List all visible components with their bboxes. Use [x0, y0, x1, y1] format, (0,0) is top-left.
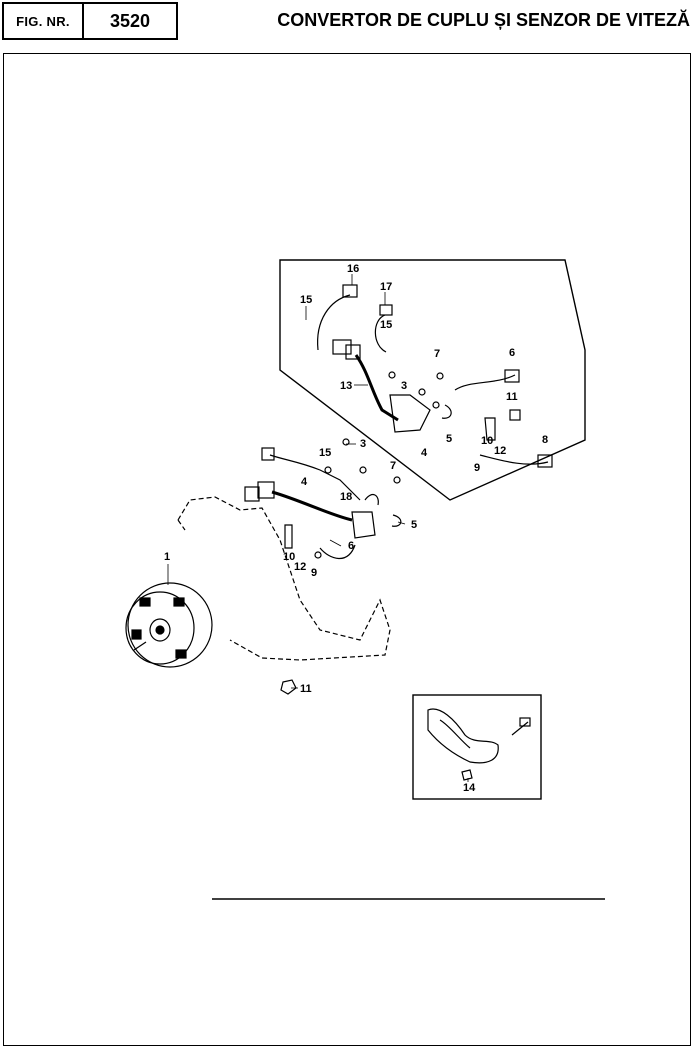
- label-13: 13: [340, 380, 352, 392]
- label-11: 11: [506, 391, 518, 403]
- label-7: 7: [434, 348, 440, 360]
- label-15-middle: 15: [319, 447, 331, 459]
- torque-converter: [125, 582, 213, 668]
- label-1: 1: [164, 551, 170, 563]
- label-10: 10: [481, 435, 493, 447]
- label-6: 6: [509, 347, 515, 359]
- label-11-lower: 11: [300, 683, 312, 695]
- label-9: 9: [474, 462, 480, 474]
- label-3-middle: 3: [360, 438, 366, 450]
- label-8: 8: [542, 434, 548, 446]
- label-5-middle: 5: [411, 519, 417, 531]
- lower-inset-outline: [412, 694, 542, 800]
- label-7-middle: 7: [390, 460, 396, 472]
- label-4-middle: 4: [301, 476, 308, 488]
- label-18: 18: [340, 491, 352, 503]
- label-12-middle: 12: [294, 561, 306, 573]
- upper-wire-harness: [317, 284, 553, 468]
- figure-number-label: FIG. NR.: [4, 4, 84, 38]
- label-17: 17: [380, 281, 392, 293]
- label-10-middle: 10: [283, 551, 295, 563]
- page-title: CONVERTOR DE CUPLU ȘI SENZOR DE VITEZĂ: [277, 10, 690, 30]
- label-15a: 15: [300, 294, 312, 306]
- label-4: 4: [421, 447, 428, 459]
- label-16: 16: [347, 263, 359, 275]
- label-14: 14: [463, 782, 476, 794]
- middle-wire-harness: [244, 438, 402, 560]
- label-9-middle: 9: [311, 567, 317, 579]
- upper-inset-outline: [279, 259, 586, 501]
- part-labels: 16 17 15 15 7 6 13 3 11 10 12 5 4 8 9 3 …: [164, 263, 548, 794]
- diagram-frame: [3, 53, 691, 1046]
- label-12: 12: [494, 445, 506, 457]
- leader-lines: [167, 274, 469, 782]
- transmission-case-outline: [177, 496, 391, 661]
- label-6-middle: 6: [348, 540, 354, 552]
- label-5: 5: [446, 433, 452, 445]
- label-3: 3: [401, 380, 407, 392]
- label-15b: 15: [380, 319, 392, 331]
- figure-number-value: 3520: [109, 10, 151, 31]
- bolt-11-lower: [280, 679, 297, 695]
- figure-number-box: FIG. NR. 3520: [2, 2, 178, 40]
- cover-plate: [427, 708, 531, 781]
